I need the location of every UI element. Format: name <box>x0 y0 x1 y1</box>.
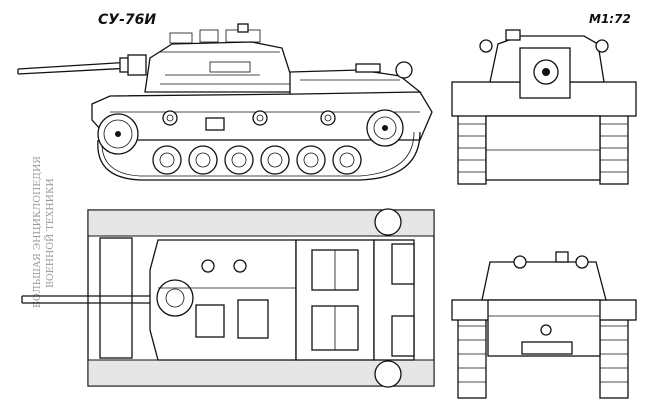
side-drive-sprocket <box>97 113 139 155</box>
vehicle-title: СУ-76И <box>98 12 157 28</box>
scale-label: M1:72 <box>589 12 631 26</box>
side-gun-barrel <box>17 54 147 76</box>
rear-right-track <box>599 311 629 399</box>
top-upper-idler <box>374 208 402 236</box>
side-track <box>97 131 421 181</box>
side-hull-hatch <box>205 117 225 131</box>
top-lower-idler <box>374 360 402 388</box>
top-hatch-left <box>195 304 225 338</box>
top-lower-track <box>87 359 435 387</box>
top-view <box>21 208 435 388</box>
rear-left-track <box>457 311 487 399</box>
side-superstructure <box>144 23 297 93</box>
side-idler-wheel <box>366 109 404 147</box>
rear-superstructure <box>481 261 607 301</box>
rear-view <box>451 251 637 399</box>
top-hatch-right <box>237 299 269 339</box>
side-return-rollers <box>162 110 336 126</box>
front-gun-muzzle <box>542 68 550 76</box>
side-view <box>17 23 433 181</box>
front-lower-plate <box>485 115 601 181</box>
side-engine-deck <box>289 61 422 97</box>
top-gun-mantlet <box>156 279 194 317</box>
front-view <box>451 29 637 185</box>
side-road-wheels <box>152 145 362 175</box>
top-gun-barrel <box>21 295 150 304</box>
